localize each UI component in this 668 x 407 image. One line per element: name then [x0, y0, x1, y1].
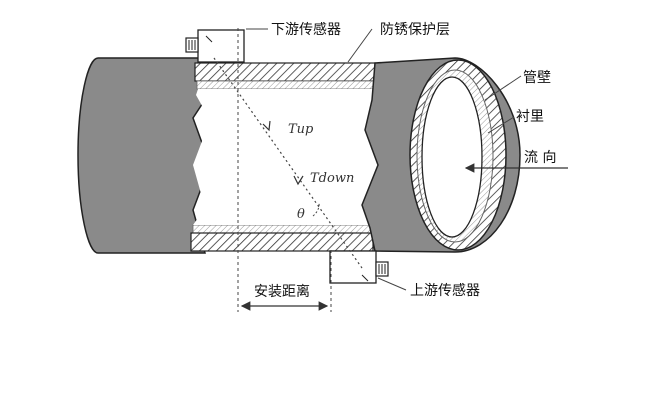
label-tdown: Tdown	[310, 171, 354, 186]
label-anticorrosion-layer: 防锈保护层	[380, 22, 450, 38]
lining-bottom-cut	[192, 224, 374, 234]
label-install-distance: 安装距离	[254, 283, 310, 300]
downstream-sensor	[185, 29, 245, 63]
leader-anticorrosion	[347, 28, 373, 63]
label-pipe-wall: 管壁	[523, 70, 551, 86]
label-tup: Tup	[288, 122, 314, 137]
tdown-arrow-icon	[293, 175, 304, 186]
pipe-interior	[193, 89, 378, 225]
upstream-sensor	[329, 250, 389, 284]
lining-top-cut	[196, 80, 375, 90]
pipe-left-section	[77, 57, 211, 254]
leader-upstream-sensor	[377, 277, 407, 291]
label-theta: θ	[297, 207, 305, 222]
pipe-end-bore	[421, 76, 483, 238]
pipe-wall-top-cut	[194, 62, 376, 82]
theta-arc	[312, 201, 320, 217]
label-flow-direction: 流 向	[524, 150, 556, 166]
leader-lining	[487, 116, 515, 134]
leader-pipe-wall	[484, 75, 522, 101]
label-downstream-sensor: 下游传感器	[271, 21, 341, 38]
pipe-wall-bottom-cut	[190, 232, 374, 252]
label-lining: 衬里	[516, 109, 544, 125]
tup-arrow-icon	[262, 120, 271, 132]
label-upstream-sensor: 上游传感器	[410, 282, 480, 299]
